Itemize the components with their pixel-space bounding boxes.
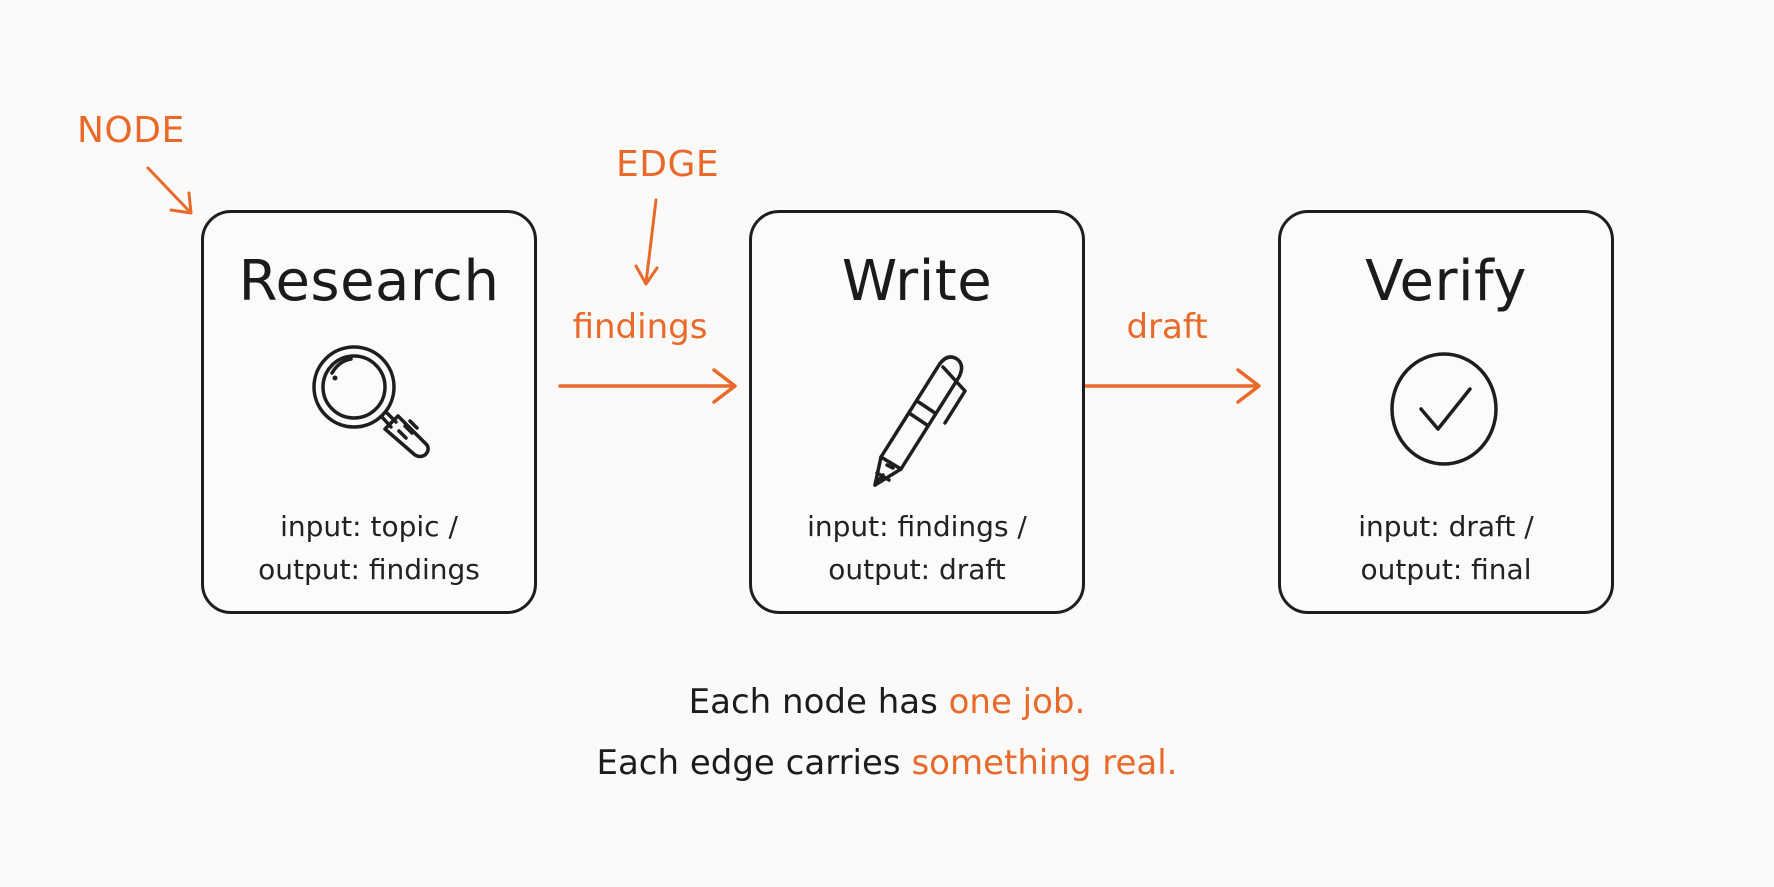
node-io: input: draft / output: final: [1281, 505, 1611, 591]
magnifying-glass-icon: [312, 345, 430, 459]
node-output-text: output: final: [1360, 553, 1532, 586]
node-output-text: output: draft: [828, 553, 1006, 586]
caption-line-1-text: Each node has: [688, 682, 949, 722]
node-research: Research input: topic / output: findings: [201, 210, 537, 614]
caption-line-2-highlight: something real.: [911, 743, 1178, 783]
node-input-text: input: draft /: [1358, 510, 1534, 543]
pen-icon: [873, 355, 967, 487]
node-verify: Verify input: draft / output: final: [1278, 210, 1614, 614]
node-title: Research: [238, 249, 500, 314]
caption-line-1-highlight: one job.: [948, 682, 1086, 722]
caption-line-1: Each node has one job.: [0, 682, 1774, 722]
caption-line-2-text: Each edge carries: [596, 743, 912, 783]
node-annotation-label: NODE: [77, 110, 185, 151]
edge-label-draft: draft: [1126, 307, 1208, 347]
node-input-text: input: topic /: [280, 510, 458, 543]
node-io: input: topic / output: findings: [204, 505, 534, 591]
node-io: input: findings / output: draft: [752, 505, 1082, 591]
edge-label-findings: findings: [572, 307, 708, 347]
node-title: Verify: [1365, 249, 1527, 314]
edge-annotation-label: EDGE: [616, 144, 720, 185]
node-write: Write input: findings / output: draft: [749, 210, 1085, 614]
edge-annotation-arrow: [634, 198, 659, 286]
node-input-text: input: findings /: [807, 510, 1027, 543]
node-output-text: output: findings: [258, 553, 480, 586]
checkmark-circle-icon: [1390, 352, 1498, 466]
caption-line-2: Each edge carries something real.: [0, 743, 1774, 783]
edge-arrow-write-to-verify: [1080, 368, 1261, 404]
node-title: Write: [841, 249, 993, 314]
node-annotation-arrow: [146, 166, 193, 215]
edge-arrow-research-to-write: [558, 368, 737, 404]
